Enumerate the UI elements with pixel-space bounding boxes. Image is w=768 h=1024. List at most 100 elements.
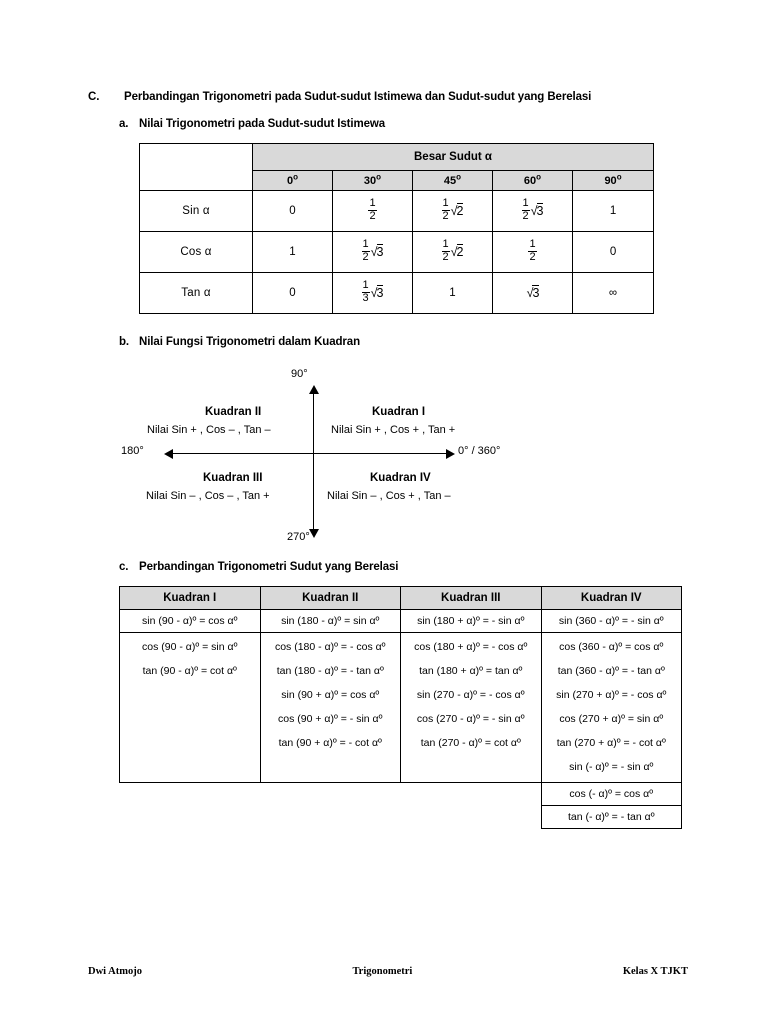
radical-sign: √3 <box>370 244 384 259</box>
cell-block-kuadran-ii: cos (180 - α)º = - cos αº tan (180 - α)º … <box>259 632 401 783</box>
quadrant-title-ii: Kuadran II <box>205 406 262 418</box>
formula-line: cos (180 - α)º = - cos αº <box>274 641 386 653</box>
section-title: Perbandingan Trigonometri pada Sudut-sud… <box>124 91 592 103</box>
quadrant-title-i: Kuadran I <box>372 406 426 418</box>
cell-tan-0: 0 <box>252 272 333 314</box>
table-row-angle-headers: 0o 30o 45o 60o 90o <box>140 170 655 191</box>
table-row-extra-2: tan (- α)º = - tan αº <box>120 805 682 829</box>
cell-sin-90: 1 <box>571 190 655 232</box>
table-nilai-trigonometri-istimewa: Besar Sudut α 0o 30o 45o 60o 90o Sin α 0… <box>139 143 655 314</box>
degree-symbol: o <box>616 171 622 181</box>
cell-extra-tan-neg: tan (- α)º = - tan αº <box>540 805 682 829</box>
cell-extra-cos-neg: cos (- α)º = cos αº <box>540 782 682 806</box>
angle-header-45: 45o <box>412 170 493 191</box>
cell-block-kuadran-i: cos (90 - α)º = sin αº tan (90 - α)º = co… <box>119 632 261 783</box>
cell-sin-kuadran-iv: sin (360 - α)º = - sin αº <box>540 609 682 633</box>
quadrant-values-iv: Nilai Sin – , Cos + , Tan – <box>327 490 451 502</box>
degree-symbol: o <box>456 171 462 181</box>
degree-symbol: o <box>376 171 382 181</box>
arrow-right-icon <box>446 449 455 459</box>
arrow-down-icon <box>309 529 319 538</box>
header-kuadran-iii: Kuadran III <box>400 586 542 610</box>
footer-author: Dwi Atmojo <box>88 966 142 977</box>
subsection-c-title: Perbandingan Trigonometri Sudut yang Ber… <box>139 561 399 573</box>
angle-header-0: 0o <box>252 170 333 191</box>
section-heading-c: C. Perbandingan Trigonometri pada Sudut-s… <box>88 91 591 103</box>
cell-block-kuadran-iii: cos (180 + α)º = - cos αº tan (180 + α)º … <box>400 632 542 783</box>
formula-line: sin (- α)º = - sin αº <box>569 761 654 773</box>
degree-symbol: o <box>293 171 298 181</box>
cell-block-kuadran-iv: cos (360 - α)º = cos αº tan (360 - α)º = … <box>540 632 682 783</box>
axis-label-180: 180° <box>121 445 144 457</box>
axis-label-90: 90° <box>291 368 308 380</box>
radical-sign: √2 <box>450 244 464 259</box>
formula-line: tan (360 - α)º = - tan αº <box>557 665 665 677</box>
formula-line: cos (270 + α)º = sin αº <box>559 713 664 725</box>
cell-tan-45: 1 <box>412 272 493 314</box>
formula-line: sin (270 + α)º = - cos αº <box>556 689 667 701</box>
page-footer: Dwi Atmojo Trigonometri Kelas X TJKT <box>88 966 688 977</box>
spacer-cell <box>401 806 542 829</box>
subsection-heading-b: b.Nilai Fungsi Trigonometri dalam Kuadra… <box>119 336 360 348</box>
row-label-cos: Cos α <box>139 231 253 273</box>
arrow-left-icon <box>164 449 173 459</box>
formula-line: sin (90 + α)º = cos αº <box>281 689 380 701</box>
angle-header-30: 30o <box>332 170 413 191</box>
radical-sign: √3 <box>530 203 544 218</box>
spacer-cell <box>260 806 401 829</box>
footer-class: Kelas X TJKT <box>622 966 688 977</box>
cell-sin-kuadran-i: sin (90 - α)º = cos αº <box>119 609 261 633</box>
subsection-b-label: b. <box>119 336 130 348</box>
subsection-c-label: c. <box>119 561 129 573</box>
spacer-cell <box>401 783 542 806</box>
quadrant-values-iii: Nilai Sin – , Cos – , Tan + <box>146 490 270 502</box>
axis-label-0-360: 0° / 360° <box>458 445 501 457</box>
formula-line: sin (270 - α)º = - cos αº <box>416 689 525 701</box>
formula-line: tan (90 - α)º = cot αº <box>142 665 237 677</box>
formula-line: cos (90 - α)º = sin αº <box>142 641 238 653</box>
quadrant-values-ii: Nilai Sin + , Cos – , Tan – <box>147 424 271 436</box>
corner-cell <box>139 143 253 191</box>
formula-line: tan (180 + α)º = tan αº <box>419 665 523 677</box>
quadrant-title-iii: Kuadran III <box>203 472 263 484</box>
formula-line: tan (180 - α)º = - tan αº <box>276 665 384 677</box>
subsection-a-title: Nilai Trigonometri pada Sudut-sudut Isti… <box>139 118 386 130</box>
table-row-extra-1: cos (- α)º = cos αº <box>120 782 682 806</box>
cell-tan-90: ∞ <box>571 272 655 314</box>
formula-line: cos (180 + α)º = - cos αº <box>414 641 528 653</box>
cell-cos-90: 0 <box>571 231 655 273</box>
formula-line: cos (360 - α)º = cos αº <box>559 641 664 653</box>
header-kuadran-ii: Kuadran II <box>259 586 401 610</box>
footer-subject: Trigonometri <box>352 966 413 977</box>
formula-line: tan (90 + α)º = - cot αº <box>278 737 382 749</box>
cell-tan-60: √3 <box>492 272 573 314</box>
formula-line: cos (270 - α)º = - sin αº <box>416 713 525 725</box>
radical-sign: √2 <box>450 203 464 218</box>
row-label-tan: Tan α <box>139 272 253 314</box>
cell-sin-kuadran-iii: sin (180 + α)º = - sin αº <box>400 609 542 633</box>
quadrant-title-iv: Kuadran IV <box>370 472 431 484</box>
table-sudut-berelasi: Kuadran I Kuadran II Kuadran III Kuadran… <box>119 586 682 829</box>
formula-line: tan (270 - α)º = cot αº <box>420 737 521 749</box>
degree-symbol: o <box>536 171 542 181</box>
radical-sign: √3 <box>370 285 384 300</box>
header-kuadran-i: Kuadran I <box>119 586 261 610</box>
group-header-besar-sudut: Besar Sudut α <box>251 143 655 171</box>
subsection-heading-c: c. Perbandingan Trigonometri Sudut yang B… <box>119 561 399 573</box>
section-label: C. <box>88 91 100 103</box>
